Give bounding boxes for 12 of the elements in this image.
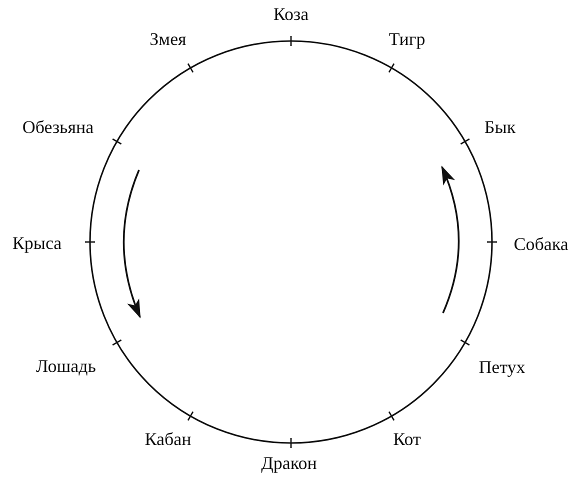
- position-label: Бык: [484, 118, 516, 138]
- position-label: Дракон: [261, 454, 317, 474]
- position-label: Петух: [478, 358, 526, 378]
- position-label: Коза: [273, 5, 309, 25]
- position-label: Лошадь: [36, 357, 96, 377]
- position-label: Собака: [514, 235, 568, 255]
- position-label: Змея: [150, 30, 186, 50]
- position-label: Обезьяна: [22, 118, 94, 138]
- position-label: Тигр: [388, 30, 426, 50]
- position-label: Крыса: [12, 234, 62, 254]
- position-label: Кот: [393, 430, 421, 450]
- position-label: Кабан: [144, 430, 192, 450]
